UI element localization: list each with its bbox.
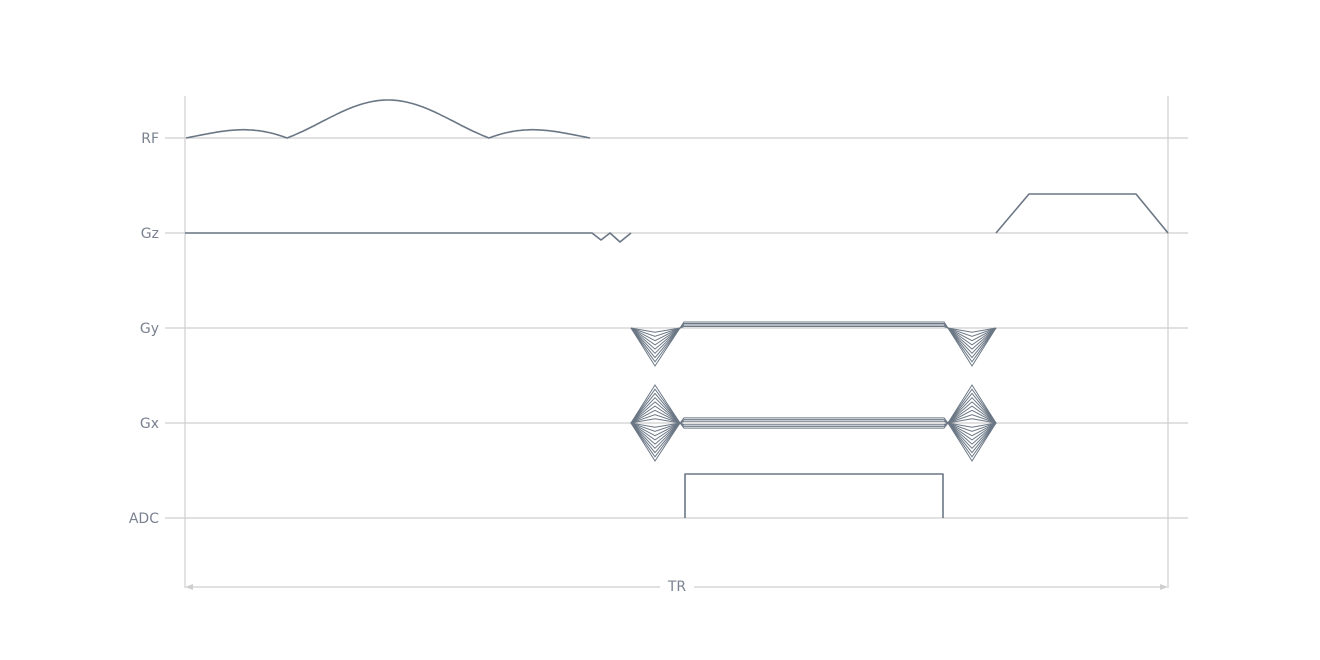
- gx-prephase-lobe-up: [630, 418, 681, 424]
- gx-rephase-lobe-down: [947, 422, 997, 445]
- gx-rephase-lobe-up: [947, 388, 997, 424]
- gy-rewinder-lobe: [947, 327, 997, 367]
- gx-readout-line: [679, 422, 949, 429]
- gy-plateau-line: [679, 321, 949, 329]
- gy-phase-encode-lobe: [630, 327, 681, 346]
- gx-rephase-lobe-up: [947, 418, 997, 424]
- gy-plateau-line: [679, 326, 949, 329]
- gy-rewinder-lobe: [947, 327, 997, 355]
- gy-label: Gy: [140, 321, 159, 337]
- gy-phase-encode-lobe: [630, 327, 681, 337]
- gx-readout-line: [679, 422, 949, 427]
- tr-arrow-left-head: [185, 584, 193, 590]
- gx-rephase-lobe-up: [947, 401, 997, 424]
- gx-prephase-lobe-up: [630, 401, 681, 424]
- adc-window: [684, 473, 944, 518]
- gx-prephase-lobe-down: [630, 422, 681, 441]
- gy-rewinder-lobe: [947, 327, 997, 363]
- gx-readout-line: [679, 420, 949, 424]
- gz-slice-select: [185, 232, 632, 243]
- gx-prephase-lobe-up: [630, 405, 681, 424]
- gx-label: Gx: [140, 416, 159, 432]
- gz-spoiler-gradient: [995, 193, 1169, 234]
- gx-prephase-lobe-up: [630, 392, 681, 424]
- gx-prephase-lobe-down: [630, 422, 681, 462]
- gx-prephase-lobe-down: [630, 422, 681, 450]
- gy-phase-encode-group: [630, 321, 997, 367]
- gx-readout-line: [679, 419, 949, 424]
- gx-prephase-lobe-down: [630, 422, 681, 454]
- gy-rewinder-lobe: [947, 327, 997, 333]
- gy-phase-encode-lobe: [630, 327, 681, 342]
- gz-label: Gz: [141, 226, 159, 242]
- gx-rephase-lobe-up: [947, 414, 997, 424]
- gx-rephase-lobe-down: [947, 422, 997, 437]
- gx-rephase-lobe-up: [947, 384, 997, 424]
- gx-prephase-lobe-up: [630, 414, 681, 424]
- gy-plateau-line: [679, 323, 949, 329]
- rf-sinc-pulse: [185, 99, 591, 139]
- gy-rewinder-lobe: [947, 327, 997, 337]
- gx-rephase-lobe-down: [947, 422, 997, 432]
- gx-readout-line: [679, 417, 949, 424]
- tr-arrow-right-head: [1160, 584, 1168, 590]
- gy-phase-encode-lobe: [630, 327, 681, 350]
- gx-rephase-lobe-down: [947, 422, 997, 428]
- gx-rephase-lobe-down: [947, 422, 997, 454]
- gx-prephase-lobe-down: [630, 422, 681, 428]
- gy-rewinder-lobe: [947, 327, 997, 346]
- gy-phase-encode-lobe: [630, 327, 681, 355]
- gy-phase-encode-lobe: [630, 327, 681, 363]
- gx-rephase-lobe-up: [947, 392, 997, 424]
- gx-readout-group: [630, 384, 997, 462]
- tr-label-bg: [660, 578, 694, 594]
- gx-rephase-lobe-up: [947, 409, 997, 424]
- gx-prephase-lobe-down: [630, 422, 681, 432]
- tr-label: TR: [667, 579, 687, 595]
- gx-prephase-lobe-up: [630, 384, 681, 424]
- gy-phase-encode-lobe: [630, 327, 681, 333]
- gx-prephase-lobe-up: [630, 396, 681, 424]
- gy-phase-encode-lobe: [630, 327, 681, 367]
- gy-rewinder-lobe: [947, 327, 997, 342]
- gx-rephase-lobe-up: [947, 396, 997, 424]
- adc-label: ADC: [129, 511, 159, 527]
- gx-prephase-lobe-up: [630, 409, 681, 424]
- rf-label: RF: [141, 131, 159, 147]
- gx-rephase-lobe-down: [947, 422, 997, 458]
- gx-prephase-lobe-down: [630, 422, 681, 437]
- gx-rephase-lobe-down: [947, 422, 997, 462]
- gy-rewinder-lobe: [947, 327, 997, 350]
- gx-rephase-lobe-down: [947, 422, 997, 450]
- gx-rephase-lobe-down: [947, 422, 997, 441]
- gx-prephase-lobe-up: [630, 388, 681, 424]
- gx-prephase-lobe-down: [630, 422, 681, 458]
- gx-readout-line: [679, 422, 949, 426]
- gx-rephase-lobe-up: [947, 405, 997, 424]
- gx-prephase-lobe-down: [630, 422, 681, 445]
- gy-phase-encode-lobe: [630, 327, 681, 359]
- gy-rewinder-lobe: [947, 327, 997, 359]
